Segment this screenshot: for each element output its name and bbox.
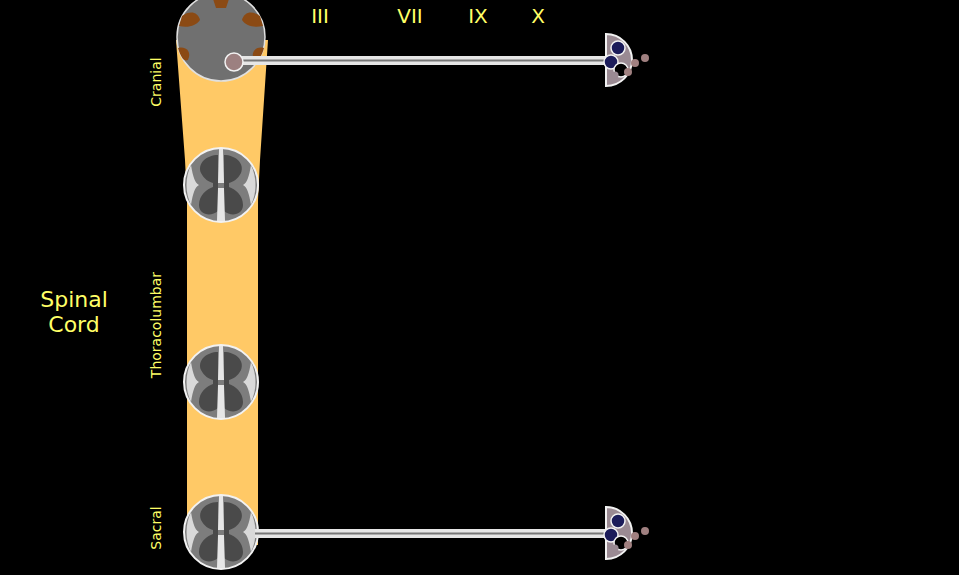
label: III — [311, 5, 329, 28]
spinal-cross-section — [184, 495, 258, 569]
preganglionic-fiber — [238, 56, 606, 65]
label: X — [531, 5, 545, 28]
label: Spinal Cord — [40, 287, 108, 338]
spinal-cross-section — [184, 345, 258, 419]
region-label: Sacral — [148, 506, 164, 549]
ganglion — [604, 507, 649, 559]
brainstem-section — [177, 0, 265, 81]
preganglionic-fiber — [255, 529, 606, 538]
label: IX — [468, 5, 488, 28]
ganglion — [604, 34, 649, 86]
spinal-cord-band — [176, 40, 268, 545]
region-label: Thoracolumbar — [148, 272, 164, 378]
spinal-cross-section — [184, 148, 258, 222]
label: VII — [397, 5, 422, 28]
nucleus — [225, 53, 243, 71]
region-label: Cranial — [148, 57, 164, 106]
